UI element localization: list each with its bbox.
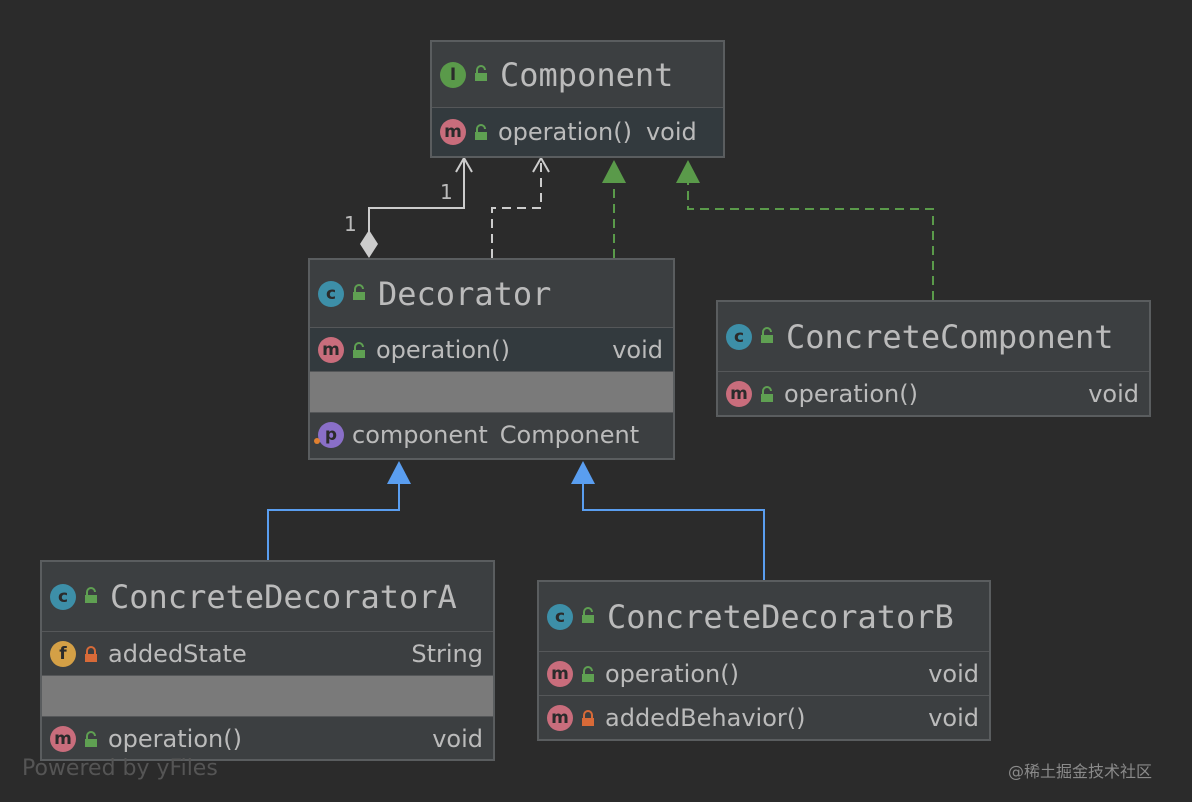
method-row[interactable]: m operation() void [718, 372, 1149, 416]
member-type: void [1088, 380, 1139, 408]
property-row[interactable]: p component Component [310, 413, 673, 457]
generalization-arrowhead [387, 461, 411, 484]
field-icon: f [50, 640, 76, 667]
component-header: I Component [432, 42, 723, 108]
public-access-icon [760, 326, 774, 347]
generalization-line [267, 484, 400, 560]
dependency-line [491, 160, 542, 258]
member-name: operation() [498, 118, 632, 146]
public-access-icon [474, 64, 488, 85]
concrete-decorator-a-node[interactable]: c ConcreteDecoratorA f addedState String… [40, 560, 495, 761]
source-multiplicity-label: 1 [344, 212, 357, 236]
empty-section [310, 372, 673, 413]
field-row[interactable]: f addedState String [42, 632, 493, 676]
node-title: ConcreteDecoratorA [110, 577, 457, 616]
aggregation-arrowhead [455, 155, 473, 173]
class-icon: c [50, 583, 76, 610]
public-access-icon [352, 336, 366, 364]
node-title: Decorator [378, 274, 552, 313]
concrete-decorator-a-header: c ConcreteDecoratorA [42, 562, 493, 632]
member-name: operation() [605, 659, 739, 688]
realization-link-concrete-component [676, 160, 934, 300]
member-type: void [612, 335, 663, 364]
member-name: addedState [108, 639, 247, 668]
abstract-class-icon: c [318, 280, 344, 307]
member-type: void [928, 659, 979, 688]
private-lock-icon [84, 640, 98, 668]
method-icon: m [318, 336, 344, 363]
watermark-label: @稀土掘金技术社区 [1008, 762, 1153, 781]
dependency-arrowhead [532, 155, 550, 173]
generalization-link-a [267, 461, 411, 560]
aggregation-diamond [360, 230, 378, 258]
interface-icon: I [440, 61, 466, 88]
generalization-arrowhead [571, 461, 595, 484]
aggregation-line [368, 160, 465, 243]
powered-by-label: Powered by yFiles [22, 756, 218, 781]
method-icon: m [547, 660, 573, 687]
decorator-header: c Decorator [310, 260, 673, 328]
dependency-link [491, 155, 550, 258]
aggregation-link [360, 155, 473, 258]
concrete-component-node[interactable]: c ConcreteComponent m operation() void [716, 300, 1151, 417]
target-multiplicity-label: 1 [440, 180, 453, 204]
decorator-node[interactable]: c Decorator m operation() void p compone… [308, 258, 675, 460]
member-name: operation() [108, 725, 242, 753]
method-row[interactable]: m operation() void [432, 108, 723, 156]
component-node[interactable]: I Component m operation() void [430, 40, 725, 158]
generalization-link-b [571, 461, 765, 580]
concrete-decorator-b-header: c ConcreteDecoratorB [539, 582, 989, 652]
member-name: addedBehavior() [605, 704, 806, 732]
member-name: component [352, 421, 488, 449]
public-access-icon [352, 283, 366, 304]
generalization-line [582, 484, 765, 580]
method-row[interactable]: m operation() void [539, 652, 989, 696]
public-access-icon [760, 380, 774, 408]
method-row[interactable]: m addedBehavior() void [539, 696, 989, 740]
concrete-component-header: c ConcreteComponent [718, 302, 1149, 372]
member-type: void [928, 704, 979, 732]
member-type: void [645, 118, 697, 146]
node-title: Component [500, 55, 674, 94]
method-icon: m [50, 726, 76, 752]
empty-section [42, 676, 493, 717]
method-row[interactable]: m operation() void [42, 717, 493, 761]
realization-arrowhead [676, 160, 700, 183]
method-icon: m [440, 119, 466, 145]
realization-line [687, 182, 934, 300]
class-icon: c [726, 323, 752, 350]
node-title: ConcreteComponent [786, 317, 1114, 356]
realization-arrowhead [602, 160, 626, 183]
node-title: ConcreteDecoratorB [607, 597, 954, 636]
class-icon: c [547, 603, 573, 630]
member-name: operation() [376, 335, 510, 364]
member-type: void [432, 725, 483, 753]
method-row[interactable]: m operation() void [310, 328, 673, 372]
public-access-icon [84, 725, 98, 753]
property-icon: p [314, 422, 344, 448]
member-name: operation() [784, 380, 918, 408]
private-lock-icon [581, 704, 595, 732]
method-icon: m [547, 705, 573, 731]
concrete-decorator-b-node[interactable]: c ConcreteDecoratorB m operation() void … [537, 580, 991, 741]
public-access-icon [581, 606, 595, 627]
public-access-icon [84, 586, 98, 607]
public-access-icon [581, 660, 595, 688]
member-type: String [411, 639, 483, 668]
member-type: Component [499, 421, 640, 449]
public-access-icon [474, 118, 488, 146]
method-icon: m [726, 381, 752, 407]
realization-link-decorator [602, 160, 626, 258]
